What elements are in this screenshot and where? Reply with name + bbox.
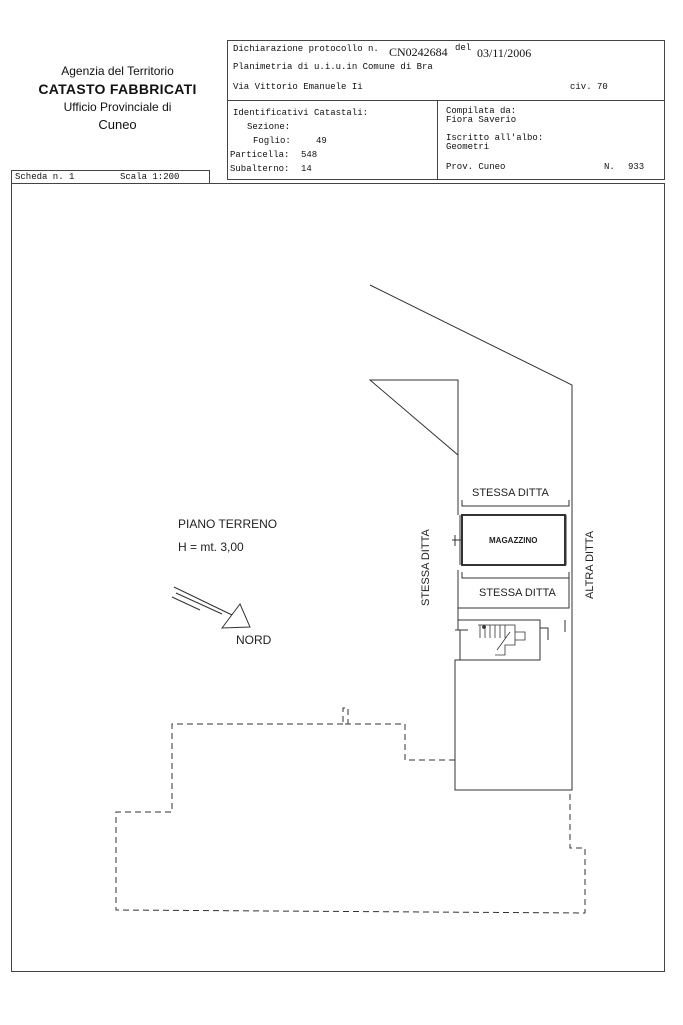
compiler-box	[437, 100, 665, 180]
cadastral-title: Identificativi Catastali:	[233, 108, 369, 118]
register-label: Iscritto all'albo:	[446, 133, 544, 143]
label-altra-ditta-vertical: ALTRA DITTA	[584, 530, 596, 599]
foglio-value: 49	[316, 136, 327, 146]
province: Prov. Cuneo	[446, 162, 506, 172]
number-value: 933	[628, 162, 645, 172]
office-city: Cuneo	[98, 117, 137, 132]
drawing-frame	[11, 183, 665, 972]
protocol-number: CN0242684	[389, 45, 448, 59]
scale-label: Scala 1:200	[120, 172, 180, 182]
room-stessa-ditta-bottom	[461, 572, 570, 579]
compiled-by-label: Compilata da:	[446, 106, 517, 116]
label-magazzino: MAGAZZINO	[489, 536, 537, 545]
boundary-dashed	[115, 707, 586, 914]
stair-area	[458, 619, 541, 661]
protocol-date: 03/11/2006	[477, 46, 532, 60]
room-stessa-ditta-top	[461, 500, 570, 507]
floor-height: H = mt. 3,00	[178, 540, 244, 554]
compiled-by-value: Fiora Saverio	[446, 115, 517, 125]
planimetry-label: Planimetria di u.i.u.in Comune di Bra	[233, 62, 433, 72]
stair-icon	[478, 624, 526, 656]
register-value: Geometri	[446, 142, 490, 152]
building-outline	[368, 284, 573, 791]
number-label: N.	[604, 162, 615, 172]
subalterno-label: Subalterno:	[230, 164, 290, 174]
foglio-label: Foglio:	[253, 136, 291, 146]
north-label: NORD	[236, 633, 272, 647]
floor-name: PIANO TERRENO	[178, 517, 277, 531]
catasto-title: CATASTO FABBRICATI	[38, 81, 197, 97]
subalterno-value: 14	[301, 164, 312, 174]
label-stessa-ditta-vertical: STESSA DITTA	[420, 529, 432, 606]
sezione-label: Sezione:	[247, 122, 291, 132]
agency-name: Agenzia del Territorio	[61, 64, 174, 78]
scheda-label: Scheda n. 1	[15, 172, 75, 182]
office-label: Ufficio Provinciale di	[63, 100, 172, 114]
particella-value: 548	[301, 150, 318, 160]
particella-label: Particella:	[230, 150, 290, 160]
label-stessa-ditta-top: STESSA DITTA	[472, 487, 549, 499]
address: Via Vittorio Emanuele Ii	[233, 82, 363, 92]
label-stessa-ditta-bottom: STESSA DITTA	[479, 587, 556, 599]
date-label: del	[455, 43, 472, 53]
protocol-label: Dichiarazione protocollo n.	[233, 44, 379, 54]
civic-number: civ. 70	[570, 82, 608, 92]
north-arrow-icon	[171, 586, 251, 629]
